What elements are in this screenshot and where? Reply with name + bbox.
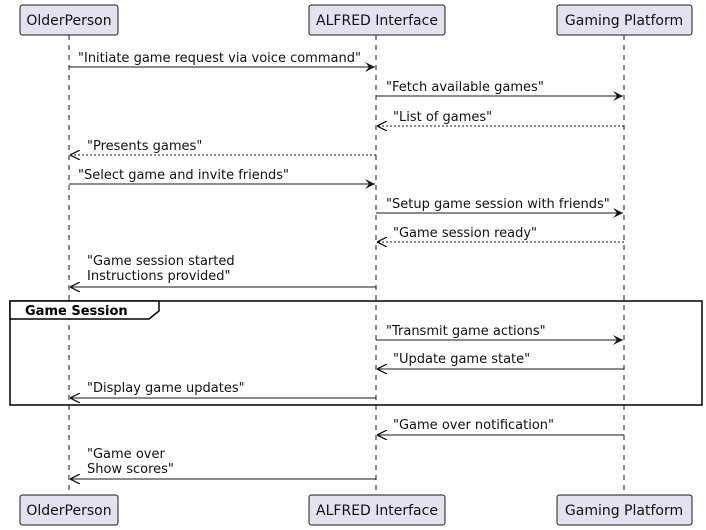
actor-gaming-platform-bottom: Gaming Platform	[556, 494, 693, 526]
group-label-tab	[9, 300, 160, 320]
actor-gaming-platform-top: Gaming Platform	[556, 4, 693, 36]
actor-label: OlderPerson	[26, 13, 111, 29]
message-setup-game-session: "Setup game session with friends"	[376, 197, 623, 218]
message-update-game-state: "Update game state"	[377, 352, 624, 369]
message-label: "Presents games"	[87, 139, 202, 154]
group-label: Game Session	[25, 304, 128, 319]
message-game-over-notification: "Game over notification"	[377, 418, 624, 435]
message-label-line-1: "Game over	[87, 447, 165, 462]
message-game-session-ready: "Game session ready"	[377, 226, 624, 242]
actor-older-person-bottom: OlderPerson	[19, 494, 119, 526]
message-game-session-started: "Game session started Instructions provi…	[70, 254, 376, 287]
message-fetch-available-games: "Fetch available games"	[376, 80, 623, 101]
group-frame	[9, 300, 703, 406]
message-label: "Initiate game request via voice command…	[78, 51, 361, 66]
message-label: "Fetch available games"	[386, 80, 544, 95]
message-label: "Display game updates"	[87, 381, 245, 396]
message-label-line-2: Show scores"	[87, 462, 174, 477]
message-label: "Transmit game actions"	[386, 324, 546, 339]
actor-older-person-top: OlderPerson	[19, 4, 119, 36]
message-presents-games: "Presents games"	[70, 139, 376, 155]
message-initiate-game-request: "Initiate game request via voice command…	[69, 51, 375, 72]
message-label: "Game over notification"	[393, 418, 554, 433]
actor-label: ALFRED Interface	[316, 503, 438, 519]
actor-label: Gaming Platform	[565, 503, 683, 519]
message-label: "Game session ready"	[393, 226, 537, 241]
message-label: "Setup game session with friends"	[386, 197, 610, 212]
actor-label: ALFRED Interface	[316, 13, 438, 29]
actor-label: OlderPerson	[26, 503, 111, 519]
message-game-over-show-scores: "Game over Show scores"	[70, 447, 376, 479]
actor-alfred-interface-top: ALFRED Interface	[308, 4, 446, 36]
message-select-game-invite-friends: "Select game and invite friends"	[69, 168, 375, 189]
message-label: "Select game and invite friends"	[78, 168, 289, 183]
message-display-game-updates: "Display game updates"	[70, 381, 376, 398]
message-label-line-1: "Game session started	[87, 254, 235, 269]
group-game-session: Game Session	[9, 300, 703, 406]
actor-alfred-interface-bottom: ALFRED Interface	[308, 494, 446, 526]
message-label-line-2: Instructions provided"	[87, 269, 231, 284]
actor-label: Gaming Platform	[565, 13, 683, 29]
message-transmit-game-actions: "Transmit game actions"	[376, 324, 623, 345]
message-label: "Update game state"	[393, 352, 530, 367]
message-list-of-games: "List of games"	[377, 110, 624, 126]
message-label: "List of games"	[393, 110, 492, 125]
